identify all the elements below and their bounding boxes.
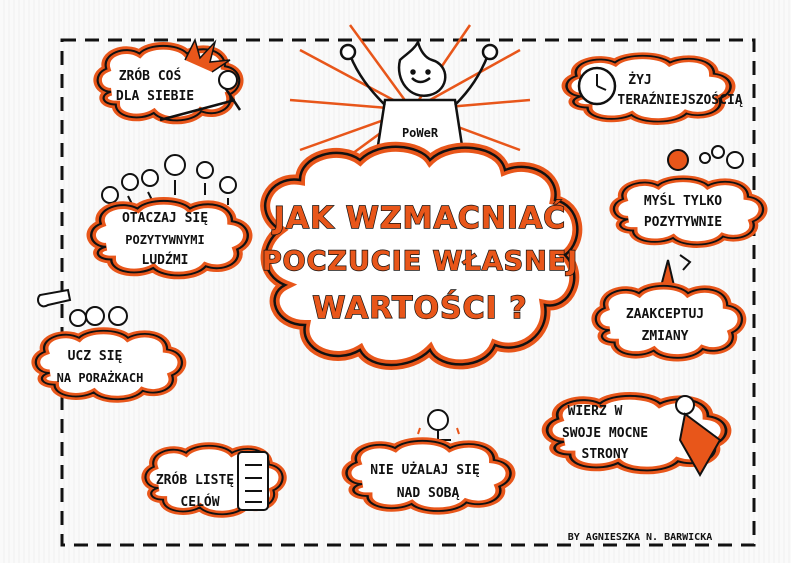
central-cloud <box>260 141 583 370</box>
cloud-zrob-cos-line-2: DLA SIEBIE <box>116 89 194 104</box>
cloud-zrob-liste-line-1: ZRÓB LISTĘ <box>156 472 234 488</box>
title-line-1: JAK WZMACNIAĆ <box>272 199 567 236</box>
cloud-wierz-line-2: SWOJE MOCNE <box>562 426 648 441</box>
cloud-wierz-line-3: STRONY <box>582 447 629 462</box>
people-group-icon <box>101 154 237 211</box>
cloud-mysl <box>614 179 763 245</box>
learning-faces-icon <box>37 288 128 327</box>
thinking-figure-icon <box>665 145 744 181</box>
cloud-otaczaj-line-3: LUDŹMI <box>142 252 189 268</box>
cloud-otaczaj-line-2: POZYTYWNYMI <box>125 233 204 247</box>
title-line-3: WARTOŚCI ? <box>312 289 527 326</box>
cloud-ucz-line-1: UCZ SIĘ <box>68 349 123 364</box>
crying-figure-icon <box>417 409 460 455</box>
cloud-nie-uzalaj-line-2: NAD SOBĄ <box>397 486 460 501</box>
superhero-icon <box>675 395 722 478</box>
cloud-zrob-cos-line-1: ZRÓB COŚ <box>119 68 182 84</box>
cloud-zaakceptuj-line-1: ZAAKCEPTUJ <box>626 307 704 322</box>
starburst-icon <box>184 37 231 73</box>
cloud-nie-uzalaj-line-1: NIE UŻALAJ SIĘ <box>370 462 480 478</box>
cloud-mysl-line-2: POZYTYWNIE <box>644 215 722 230</box>
cloud-wierz-line-1: WIERZ W <box>568 404 623 419</box>
cloud-mysl-line-1: MYŚL TYLKO <box>644 193 722 209</box>
scroll-list-icon <box>237 451 269 511</box>
cloud-zyj <box>567 56 731 122</box>
cloud-ucz <box>36 331 182 399</box>
cloud-zyj-line-2: TERAŹNIEJSZOŚCIĄ <box>617 92 742 108</box>
cloud-ucz-line-2: NA PORAŻKACH <box>57 370 144 385</box>
cloud-zrob-liste-line-2: CELÓW <box>180 494 219 510</box>
author-signature: BY AGNIESZKA N. BARWICKA <box>568 532 713 543</box>
cloud-zrob-cos <box>98 37 240 120</box>
shirt-text: PoWeR <box>402 126 439 140</box>
cloud-otaczaj-line-1: OTACZAJ SIĘ <box>122 211 208 226</box>
cloud-zaakceptuj-line-2: ZMIANY <box>642 329 689 344</box>
title-line-2: POCZUCIE WŁASNEJ <box>262 246 578 277</box>
cloud-zyj-line-1: ŻYJ <box>628 72 651 88</box>
